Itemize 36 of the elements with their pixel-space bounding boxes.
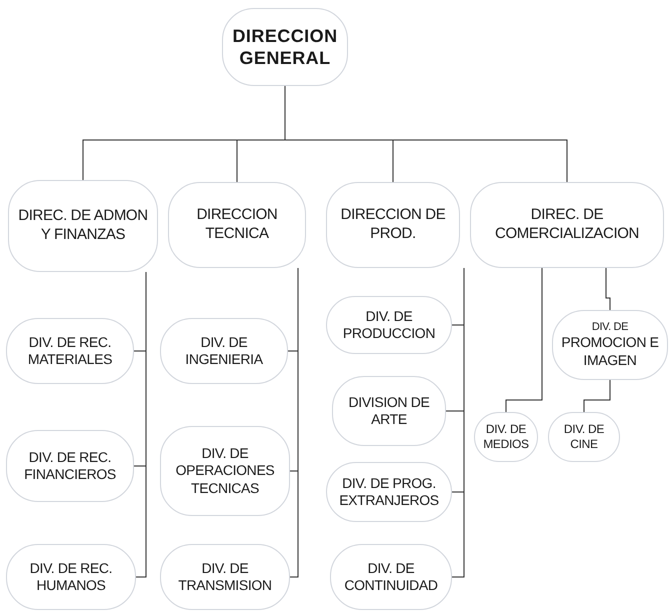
connector-line xyxy=(136,272,146,578)
unit-name: DIV. DE PROG. EXTRANJEROS xyxy=(338,474,440,510)
unit-name: DIRECCION DE PROD. xyxy=(340,206,446,244)
connector-line xyxy=(452,268,464,578)
connector-line xyxy=(290,268,298,578)
unit-name: DIVISION DE ARTE xyxy=(348,394,430,428)
unit-name: DIV. DE INGENIERIA xyxy=(184,334,264,368)
unit-name: DIV. DE REC. MATERIALES xyxy=(26,334,114,368)
connector-line xyxy=(584,380,610,412)
org-unit-box xyxy=(160,426,290,516)
org-unit-box xyxy=(470,182,664,268)
org-unit-box xyxy=(326,182,460,268)
unit-name: DIRECCION GENERAL xyxy=(231,24,339,70)
org-unit-box xyxy=(548,412,620,462)
unit-name: DIV. DE CINE xyxy=(562,422,606,452)
unit-name: DIV. DE PRODUCCION xyxy=(342,308,436,342)
unit-name: DIREC. DE ADMON Y FINANZAS xyxy=(17,207,149,245)
org-unit-box xyxy=(552,310,668,380)
connector-line xyxy=(606,268,610,310)
unit-name: DIV. DE MEDIOS xyxy=(483,422,529,452)
org-unit-box xyxy=(332,376,446,446)
unit-name: PROMOCION E IMAGEN xyxy=(561,334,659,370)
unit-name: DIV. DE TRANSMISION xyxy=(177,560,273,594)
unit-name: DIV. DE REC. HUMANOS xyxy=(28,560,114,594)
org-unit-box xyxy=(222,8,348,86)
unit-name: DIV. DE CONTINUIDAD xyxy=(343,560,439,594)
org-unit-box xyxy=(168,182,306,268)
org-unit-box xyxy=(6,430,134,502)
unit-name: DIV. DE REC. FINANCIEROS xyxy=(23,448,117,484)
org-unit-box xyxy=(8,180,158,272)
unit-name: DIV. DE OPERACIONES TECNICAS xyxy=(174,444,276,498)
connector-line xyxy=(506,268,542,412)
org-unit-box xyxy=(474,412,538,462)
unit-name: DIV. DE xyxy=(592,320,628,334)
unit-name: DIREC. DE COMERCIALIZACION xyxy=(494,206,640,244)
unit-name: DIRECCION TECNICA xyxy=(196,206,278,244)
